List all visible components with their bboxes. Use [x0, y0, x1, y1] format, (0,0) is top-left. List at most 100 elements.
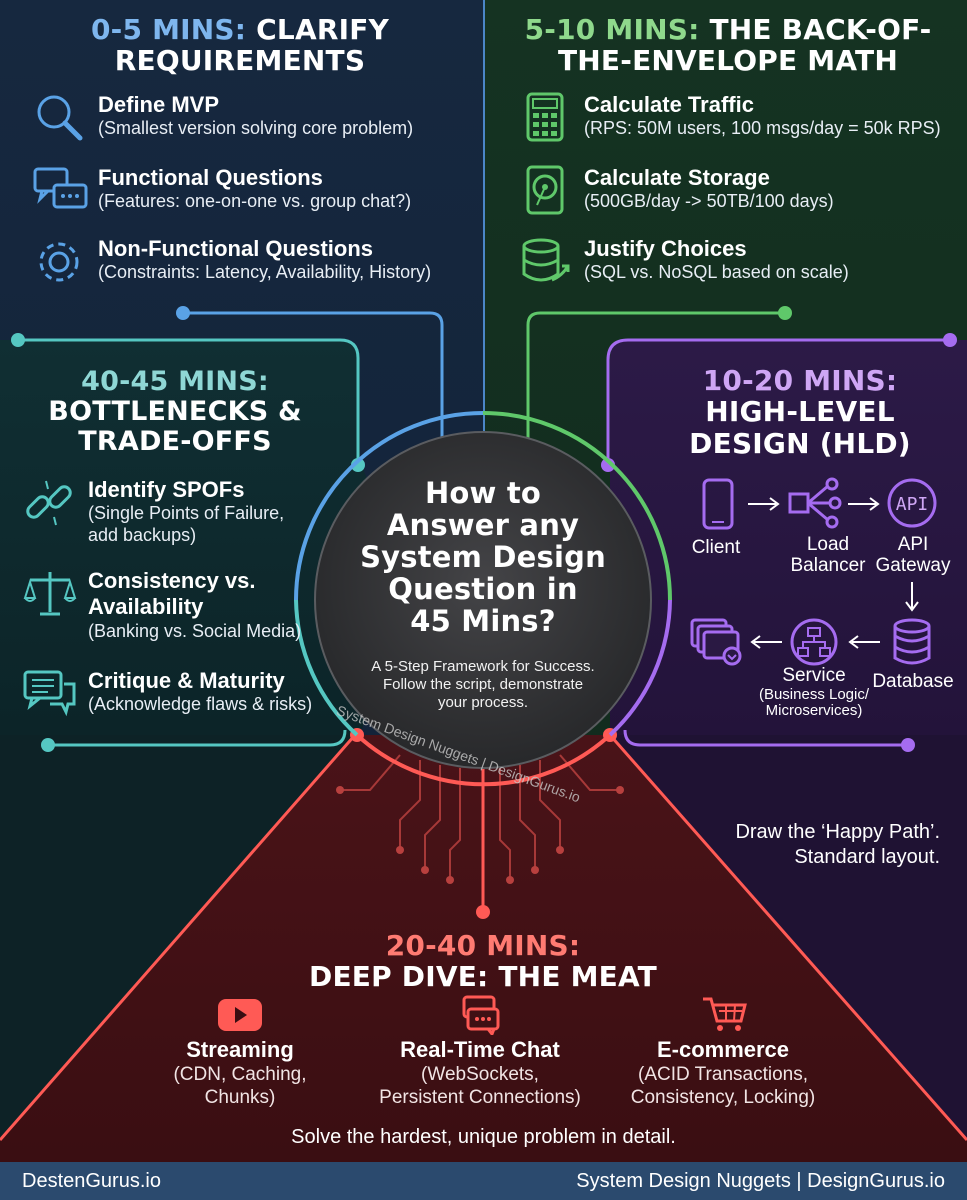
- deep-dive-title: 20-40 MINS: DEEP DIVE: THE MEAT: [283, 930, 683, 993]
- item-heading: Availability: [88, 594, 204, 620]
- center-title-line: 45 Mins?: [410, 603, 556, 638]
- deep-dive-heading: Real-Time Chat: [400, 1037, 560, 1062]
- item-heading: Critique & Maturity: [88, 668, 285, 693]
- math-item-storage: Calculate Storage (500GB/day -> 50TB/100…: [518, 165, 834, 217]
- node-sub-line: (Business Logic/: [758, 685, 870, 703]
- message-icon: [23, 670, 76, 717]
- clarify-item-define-mvp: Define MVP (Smallest version solving cor…: [32, 92, 413, 144]
- hld-title-line: DESIGN (HLD): [689, 426, 911, 460]
- deep-dive-time: 20-40 MINS:: [385, 929, 581, 962]
- bottlenecks-title: 40-45 MINS: BOTTLENECKS & TRADE-OFFS: [20, 366, 330, 458]
- hld-diagram: API: [690, 477, 937, 666]
- center-title-line: Question in: [388, 571, 578, 606]
- center-subtitle-line: your process.: [437, 694, 529, 711]
- api-icon-text: API: [896, 494, 929, 515]
- deep-dive-desc: (CDN, Caching,: [173, 1064, 307, 1085]
- hld-note-line: Draw the ‘Happy Path’.: [735, 821, 940, 843]
- stacked-windows-icon: [690, 618, 742, 666]
- deep-dive-desc: (WebSockets,: [421, 1064, 539, 1085]
- magnifier-icon: [37, 95, 83, 141]
- hld-note-line: Standard layout.: [794, 846, 940, 868]
- deep-dive-title-line: DEEP DIVE: THE MEAT: [309, 960, 657, 994]
- node-label-line: API: [897, 534, 929, 555]
- deep-dive-col-streaming: Streaming (CDN, Caching, Chunks): [125, 995, 355, 1109]
- item-desc: (Single Points of Failure,: [88, 503, 285, 524]
- clarify-item-non-functional: Non-Functional Questions (Constraints: L…: [32, 236, 431, 288]
- deep-dive-footer-line: Solve the hardest, unique problem in det…: [291, 1126, 676, 1148]
- bottlenecks-title-line: TRADE-OFFS: [78, 426, 272, 458]
- hld-time: 10-20 MINS:: [702, 364, 898, 397]
- hld-node-load-balancer: Load Balancer: [782, 534, 874, 577]
- item-desc: (Features: one-on-one vs. group chat?): [98, 191, 412, 212]
- clarify-time: 0-5 MINS:: [90, 13, 247, 46]
- clarify-title-line2: REQUIREMENTS: [114, 44, 366, 78]
- deep-dive-desc: Consistency, Locking): [630, 1087, 816, 1109]
- center-subtitle: A 5-Step Framework for Success. Follow t…: [343, 658, 623, 712]
- math-title-line2: THE-ENVELOPE MATH: [558, 44, 898, 78]
- item-heading: Functional Questions: [98, 165, 323, 190]
- math-item-justify: Justify Choices (SQL vs. NoSQL based on …: [518, 236, 849, 288]
- item-heading: Justify Choices: [584, 236, 747, 261]
- hld-node-database: Database: [872, 671, 954, 692]
- load-balancer-icon: [788, 477, 842, 529]
- calculator-icon: [526, 92, 564, 142]
- node-label-line: Balancer: [790, 554, 866, 576]
- hard-drive-icon: [526, 165, 564, 215]
- math-title-part: THE BACK-OF-: [709, 13, 932, 46]
- item-heading: Define MVP: [98, 92, 220, 117]
- item-desc: (Banking vs. Social Media): [88, 620, 302, 641]
- hld-node-client: Client: [691, 537, 741, 558]
- item-desc: (SQL vs. NoSQL based on scale): [584, 262, 849, 283]
- hld-node-api-gateway: API Gateway: [868, 534, 958, 577]
- arrow-icon: [848, 497, 880, 511]
- hld-title-line: HIGH-LEVEL: [705, 395, 895, 429]
- shopping-cart-icon: [703, 997, 747, 1031]
- center-subtitle-line: Follow the script, demonstrate: [382, 676, 584, 693]
- database-icon: [893, 618, 931, 665]
- arrow-icon: [905, 582, 919, 612]
- center-title-line: Answer any: [386, 507, 580, 542]
- arrow-icon: [848, 635, 880, 649]
- node-label-line: Gateway: [875, 554, 951, 576]
- center-subtitle-line: A 5-Step Framework for Success.: [371, 658, 595, 675]
- hld-title: 10-20 MINS: HIGH-LEVEL DESIGN (HLD): [660, 365, 940, 459]
- clarify-item-functional: Functional Questions (Features: one-on-o…: [32, 165, 411, 217]
- hld-note: Draw the ‘Happy Path’. Standard layout.: [700, 820, 960, 870]
- center-title-line: How to: [424, 476, 542, 510]
- service-icon: [790, 618, 838, 666]
- item-desc: add backups): [88, 524, 197, 545]
- item-heading: Consistency vs.: [88, 568, 256, 593]
- chat-icon: [462, 995, 500, 1035]
- node-label-line: Load: [806, 534, 850, 555]
- phone-icon: [702, 478, 734, 530]
- broken-link-icon: [26, 480, 72, 526]
- center-title-line: System Design: [360, 539, 606, 574]
- bottlenecks-title-line: BOTTLENECKS &: [48, 396, 302, 428]
- item-desc: (500GB/day -> 50TB/100 days): [584, 191, 834, 212]
- deep-dive-heading: E-commerce: [656, 1037, 790, 1062]
- math-item-traffic: Calculate Traffic (RPS: 50M users, 100 m…: [518, 92, 941, 144]
- footer-right-link[interactable]: System Design Nuggets | DesignGurus.io: [576, 1170, 945, 1192]
- clarify-title-part: CLARIFY: [256, 13, 389, 46]
- hld-node-service: Service (Business Logic/ Microservices): [752, 665, 876, 720]
- node-label-line: Service: [782, 665, 846, 686]
- item-desc: (Smallest version solving core problem): [98, 118, 414, 139]
- item-desc: (Acknowledge flaws & risks): [88, 694, 313, 715]
- api-icon: [887, 478, 937, 528]
- bottlenecks-item-spofs: Identify SPOFs (Single Points of Failure…: [22, 477, 284, 547]
- item-heading: Non-Functional Questions: [98, 236, 373, 261]
- footer-left-link[interactable]: DestenGurus.io: [22, 1170, 161, 1192]
- arrow-icon: [748, 497, 780, 511]
- item-heading: Calculate Storage: [584, 165, 770, 190]
- gear-icon: [39, 242, 79, 282]
- center-title: How to Answer any System Design Question…: [333, 476, 633, 638]
- item-desc: (RPS: 50M users, 100 msgs/day = 50k RPS): [584, 118, 941, 139]
- bottlenecks-item-consistency: Consistency vs. Availability (Banking vs…: [22, 568, 301, 642]
- chat-bubbles-icon: [33, 167, 88, 209]
- bottlenecks-item-critique: Critique & Maturity (Acknowledge flaws &…: [22, 668, 312, 720]
- deep-dive-col-ecommerce: E-commerce (ACID Transactions, Consisten…: [608, 995, 838, 1109]
- deep-dive-desc: Persistent Connections): [379, 1087, 581, 1109]
- deep-dive-desc: (ACID Transactions,: [638, 1064, 808, 1085]
- clarify-title: 0-5 MINS: CLARIFY REQUIREMENTS: [60, 14, 420, 77]
